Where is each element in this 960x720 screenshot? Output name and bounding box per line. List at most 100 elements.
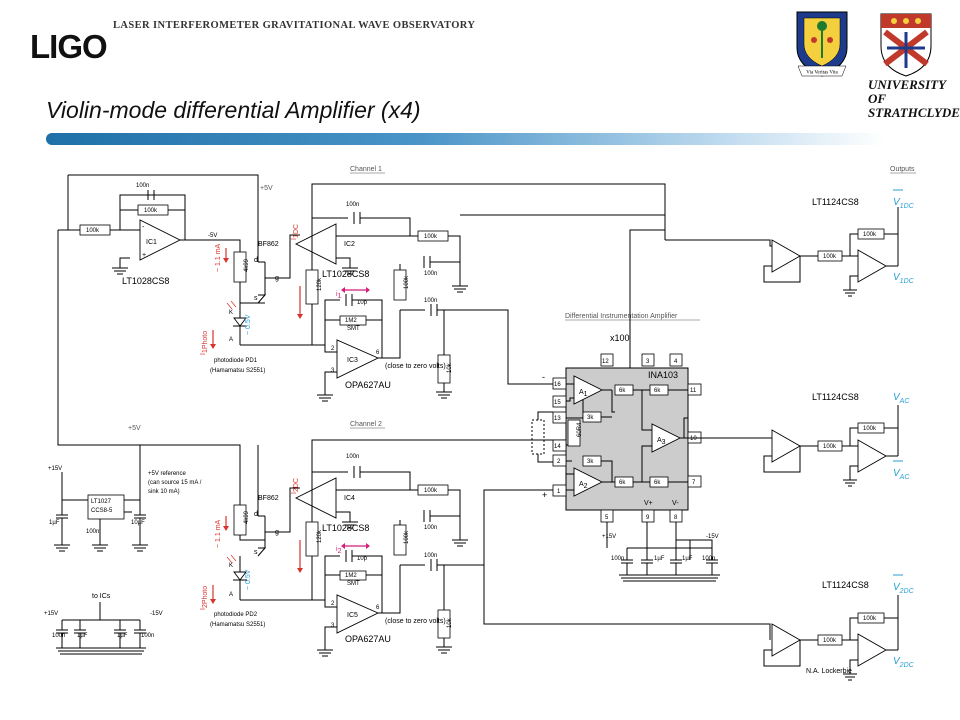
resistor-value: 100k	[404, 275, 410, 289]
jfet-pin-d: d	[254, 257, 258, 264]
buffer-1b-opamp	[857, 249, 887, 283]
regulator-part: CCS8-5	[91, 508, 113, 514]
pin-plus: +	[142, 252, 146, 259]
current-label: ~ 1.1 mA	[215, 519, 222, 548]
resistor-value: 3k	[587, 415, 594, 421]
voltage-label: ~ 0.5V	[245, 314, 252, 335]
strathclyde-crest-icon	[880, 13, 932, 77]
resistor-value: 6k	[654, 480, 661, 486]
vminus-label: V-	[672, 500, 679, 507]
zero-volts-note: (close to zero volts)	[385, 618, 446, 625]
v1dc-bar-label: V1DC	[893, 197, 915, 210]
buffer-2-opamp	[771, 429, 801, 463]
minus15v-label: -15V	[150, 611, 163, 617]
pin-4: 4	[674, 359, 678, 365]
i2dc-label: I2DC	[291, 478, 300, 494]
ina103-label: INA103	[648, 370, 678, 380]
ic3-opamp	[336, 339, 380, 379]
v1dc-output-label: V1DC	[893, 272, 915, 285]
resistor-value: 100k	[424, 234, 438, 240]
cap-value: 10p	[357, 556, 368, 562]
resistor-value: 6k	[654, 388, 661, 394]
pin-1: 1	[557, 489, 561, 495]
slide-title: Violin-mode differential Amplifier (x4)	[46, 97, 421, 123]
pin-6: 6	[376, 350, 380, 356]
pin-3: 3	[331, 623, 335, 629]
pin-12: 12	[602, 359, 609, 365]
resistor-value: 1M2	[345, 318, 357, 324]
cap-value: 1µF	[117, 633, 128, 639]
cap-value: 100n	[141, 633, 154, 639]
pin-6: 6	[376, 605, 380, 611]
i2-label: i2	[336, 546, 342, 555]
minus15v-label: -15V	[706, 534, 719, 540]
i1photo-label: I1Photo	[200, 331, 209, 355]
cap-value: 100n	[346, 454, 359, 460]
vplus-label: V+	[644, 500, 653, 507]
lt1027-regulator	[87, 494, 125, 520]
resistor-value: 1M2	[345, 573, 357, 579]
cap-value: 100n	[86, 529, 99, 535]
v2dc-bar-label: V2DC	[893, 582, 915, 595]
pin-14: 14	[554, 444, 561, 450]
lt1028-label: LT1028CS8	[122, 276, 169, 286]
jfet-pin-s: s	[254, 295, 258, 302]
resistor-value: 100k	[144, 208, 158, 214]
a2-amplifier	[573, 467, 604, 497]
regulator-label: LT1027	[91, 499, 112, 505]
pd1-part: (Hamamatsu S2551)	[210, 368, 265, 374]
amplifier-schematic: Channel 1 Outputs Channel 2 Differential…	[44, 166, 916, 681]
ic5-label: IC5	[347, 612, 358, 619]
pin-8: 8	[674, 515, 678, 521]
vac-label: VAC	[893, 392, 910, 405]
i2photo-label: I2Photo	[200, 586, 209, 610]
plus5v-label: +5V	[128, 425, 141, 432]
photodiode-icon	[233, 571, 247, 581]
resistor-value: 6k	[619, 480, 626, 486]
cap-value: 100n	[424, 553, 437, 559]
pin-7: 7	[692, 480, 696, 486]
cap-value: 1µF	[654, 556, 665, 562]
pd1-label: photodiode PD1	[214, 358, 258, 364]
plus15v-label: +15V	[602, 534, 616, 540]
gain-resistor-dashed	[531, 419, 545, 455]
cap-value: 100n	[424, 298, 437, 304]
bf862-label: BF862	[258, 241, 279, 248]
gain-resistor: 60R4	[577, 422, 583, 437]
diff-amp-label: Differential Instrumentation Amplifier	[565, 313, 678, 320]
pin-2: 2	[331, 601, 335, 607]
a3-amplifier	[651, 423, 682, 453]
lt1028-label: LT1028CS8	[322, 269, 369, 279]
cap-value: 1µF	[77, 633, 88, 639]
opa627-label: OPA627AU	[345, 380, 391, 390]
buffer-1-opamp	[771, 239, 801, 273]
lt1028-label: LT1028CS8	[322, 523, 369, 533]
ic1-label: IC1	[146, 239, 157, 246]
pd-pin-a: A	[229, 592, 233, 598]
a3-label: A3	[657, 437, 666, 446]
title-underline-bar	[46, 133, 884, 145]
buffer-2b-opamp	[857, 439, 887, 473]
pin-9: 9	[646, 515, 650, 521]
slide-header: LIGO LASER INTERFEROMETER GRAVITATIONAL …	[0, 0, 960, 150]
ina-input-plus: +	[542, 490, 547, 500]
ic3-label: IC3	[347, 357, 358, 364]
bf862-label: BF862	[258, 495, 279, 502]
buffer-3b-opamp	[857, 633, 887, 667]
organization-name: LASER INTERFEROMETER GRAVITATIONAL WAVE …	[113, 20, 476, 31]
university-line-2: STRATHCLYDE	[868, 105, 960, 120]
jfet-pin-d: d	[254, 511, 258, 518]
pd2-label: photodiode PD2	[214, 612, 258, 618]
resistor-value: 6k	[619, 388, 626, 394]
resistor-value: 100k	[863, 616, 877, 622]
a1-label: A1	[579, 389, 588, 398]
pin-13: 13	[554, 416, 561, 422]
cap-value: 100n	[136, 183, 149, 189]
pin-16: 16	[554, 382, 561, 388]
ic2-opamp	[294, 223, 337, 265]
author-credit: N.A. Lockerbie	[806, 668, 852, 675]
crest-motto: Via Veritas Vita	[806, 71, 838, 76]
cap-value: 10p	[357, 300, 368, 306]
resistor-value: 100k	[424, 488, 438, 494]
outputs-label: Outputs	[890, 166, 915, 173]
